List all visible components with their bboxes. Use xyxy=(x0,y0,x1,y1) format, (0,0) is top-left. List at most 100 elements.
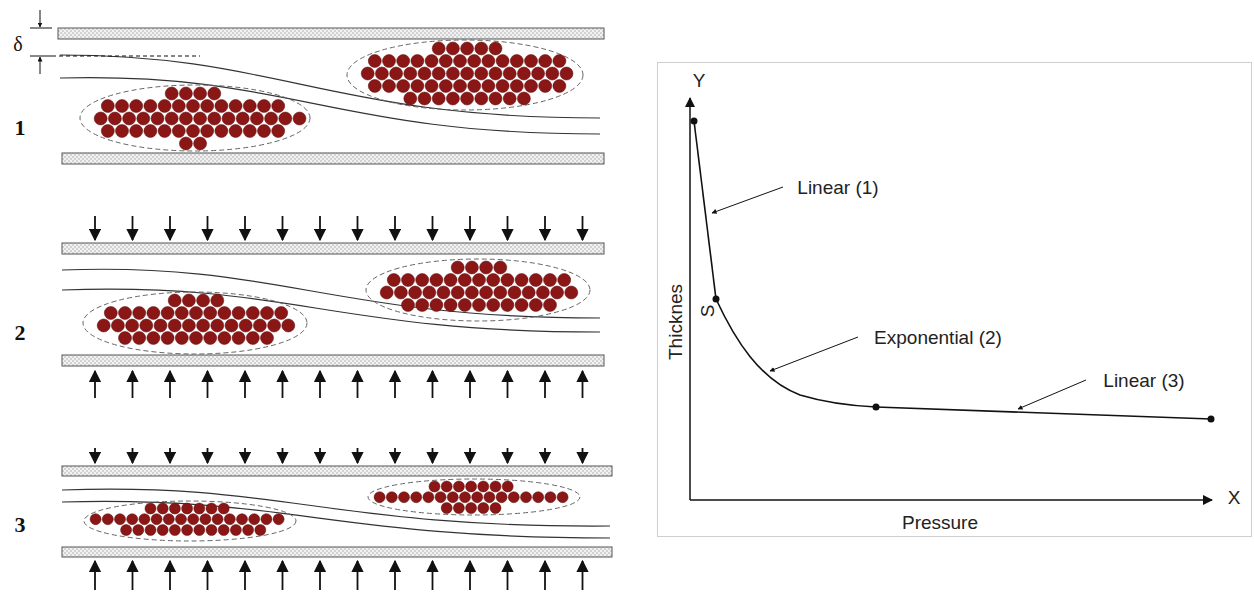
fiber xyxy=(553,80,566,93)
fiber xyxy=(416,299,429,312)
fiber xyxy=(232,332,245,345)
fiber xyxy=(466,481,477,492)
fiber xyxy=(137,112,150,125)
fiber xyxy=(172,125,185,138)
fiber xyxy=(268,319,281,332)
pressure-arrow xyxy=(432,216,434,240)
pressure-arrow xyxy=(432,561,434,590)
fiber xyxy=(411,55,424,68)
fiber xyxy=(101,125,114,138)
fiber xyxy=(430,299,443,312)
fiber xyxy=(179,137,192,150)
pressure-arrow xyxy=(357,561,359,590)
fiber xyxy=(465,286,478,299)
fiber xyxy=(508,492,519,503)
fiber xyxy=(458,274,471,287)
fiber xyxy=(461,92,474,105)
fiber xyxy=(432,67,445,80)
fiber xyxy=(468,80,481,93)
fiber xyxy=(404,67,417,80)
fiber xyxy=(161,307,174,320)
axis-title: Thicknes xyxy=(666,284,685,360)
fiber xyxy=(97,319,110,332)
fiber xyxy=(409,286,422,299)
fiber xyxy=(182,525,193,536)
fiber xyxy=(194,525,205,536)
fiber xyxy=(182,503,193,514)
fiber xyxy=(432,92,445,105)
fiber xyxy=(510,80,523,93)
pressure-arrow xyxy=(244,561,246,590)
pressure-arrow xyxy=(319,448,321,463)
fiber xyxy=(446,42,459,55)
fiber xyxy=(204,307,217,320)
fiber xyxy=(179,112,192,125)
pressure-arrow xyxy=(244,216,246,240)
fiber xyxy=(517,67,530,80)
fiber xyxy=(478,481,489,492)
fiber xyxy=(432,42,445,55)
fiber xyxy=(94,112,107,125)
fiber xyxy=(536,286,549,299)
pressure-arrow xyxy=(207,561,209,590)
fiber xyxy=(282,319,295,332)
fiber xyxy=(168,294,181,307)
fiber xyxy=(218,525,229,536)
fiber xyxy=(446,67,459,80)
fiber xyxy=(151,514,162,525)
platen xyxy=(62,243,604,254)
fiber xyxy=(194,87,207,100)
fiber xyxy=(151,112,164,125)
fiber xyxy=(482,55,495,68)
pressure-arrow xyxy=(169,216,171,240)
fiber xyxy=(460,492,471,503)
fiber xyxy=(553,55,566,68)
pressure-arrow xyxy=(394,561,396,590)
fiber xyxy=(501,299,514,312)
fiber xyxy=(144,100,157,113)
fiber xyxy=(437,286,450,299)
pressure-arrow xyxy=(94,561,96,590)
fiber xyxy=(188,514,199,525)
fiber xyxy=(232,307,245,320)
gap-dimension: δ xyxy=(13,34,22,54)
fiber xyxy=(558,274,571,287)
pressure-arrow xyxy=(319,561,321,590)
fiber xyxy=(140,319,153,332)
fiber xyxy=(126,319,139,332)
pressure-arrow xyxy=(94,448,96,463)
fiber xyxy=(490,481,501,492)
tow-outline xyxy=(366,259,590,321)
fiber xyxy=(158,100,171,113)
pressure-arrow xyxy=(582,448,584,463)
fiber xyxy=(545,492,556,503)
fiber xyxy=(454,55,467,68)
fiber xyxy=(458,299,471,312)
fiber xyxy=(484,492,495,503)
pressure-arrow xyxy=(169,448,171,463)
fiber xyxy=(145,525,156,536)
fiber xyxy=(261,307,274,320)
axis-letter: X xyxy=(1228,488,1241,507)
fiber xyxy=(261,514,272,525)
fiber xyxy=(503,92,516,105)
fiber xyxy=(172,100,185,113)
fiber xyxy=(451,286,464,299)
fiber xyxy=(468,55,481,68)
pressure-arrow xyxy=(132,448,134,463)
fiber xyxy=(190,332,203,345)
fiber xyxy=(444,274,457,287)
fiber xyxy=(551,286,564,299)
fiber xyxy=(446,92,459,105)
pressure-arrow xyxy=(132,561,134,590)
yarn-line xyxy=(60,55,600,118)
fiber xyxy=(253,319,266,332)
fiber xyxy=(115,514,126,525)
pressure-arrow xyxy=(207,216,209,240)
pressure-arrow xyxy=(282,216,284,240)
pressure-arrow xyxy=(282,371,284,398)
fiber xyxy=(194,137,207,150)
fiber xyxy=(187,125,200,138)
fiber xyxy=(102,514,113,525)
fiber xyxy=(480,286,493,299)
